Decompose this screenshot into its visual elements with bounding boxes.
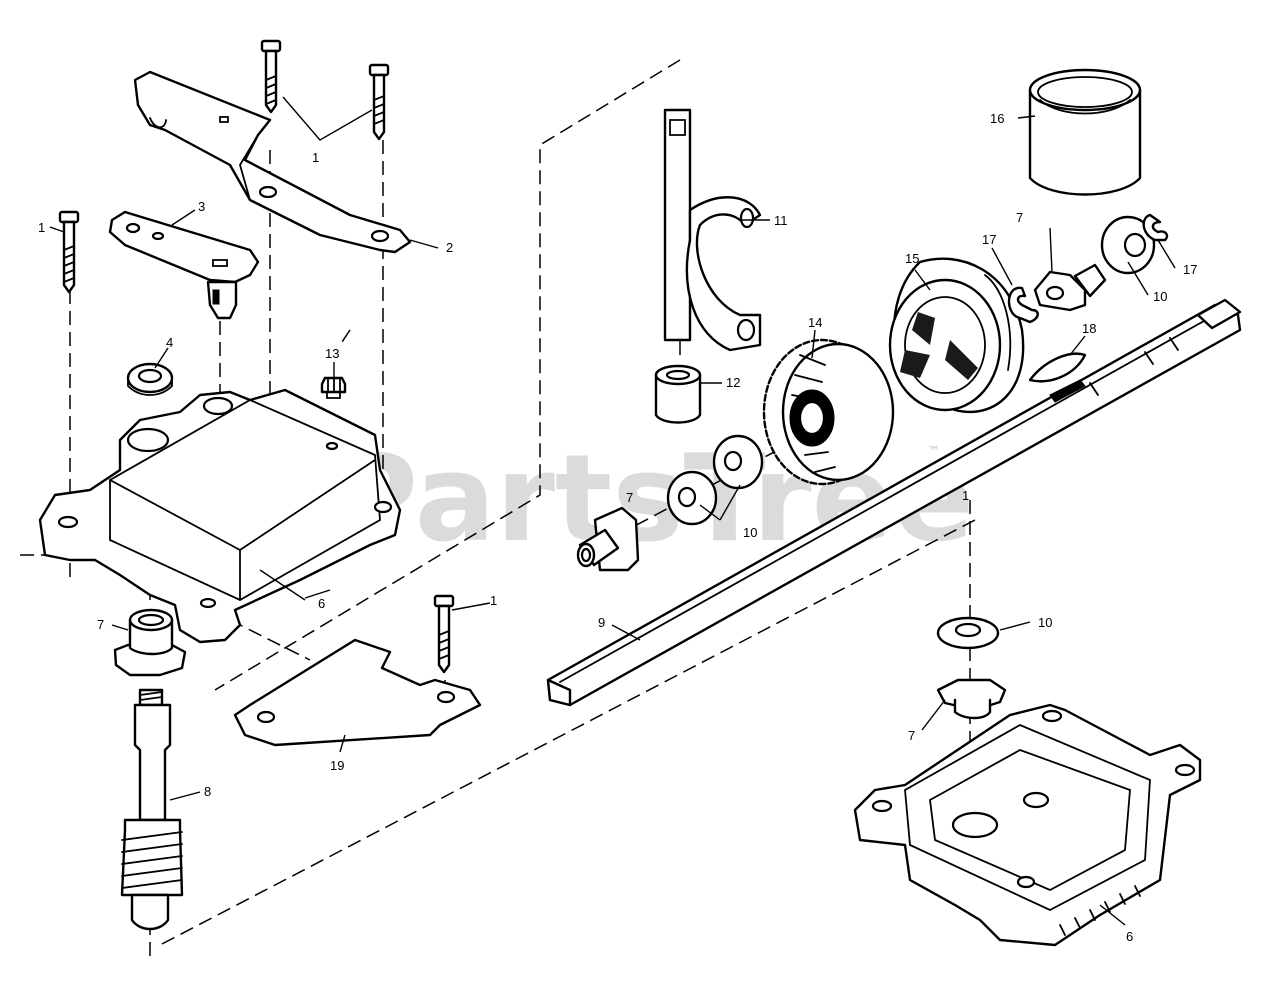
leader-lines — [49, 96, 1176, 926]
callout-12: 12 — [726, 375, 740, 390]
part-1-bolt-lower — [433, 594, 455, 674]
callouts: 1 1 1 1 2 3 4 6 6 7 7 7 7 8 9 10 10 10 1… — [38, 111, 1197, 944]
part-7-bushing-right-top — [1033, 263, 1107, 312]
part-3-lever — [108, 210, 260, 320]
callout-6-lower: 6 — [1126, 929, 1133, 944]
part-14-gear — [762, 338, 895, 486]
callout-10-right-top: 10 — [1153, 289, 1167, 304]
part-7-bushing-left — [113, 608, 187, 677]
part-1-bolt-left — [58, 210, 80, 294]
callout-1-top: 1 — [312, 150, 319, 165]
callout-11: 11 — [774, 213, 788, 228]
part-7-bushing-lower-right — [936, 678, 1007, 720]
callout-7-center: 7 — [626, 490, 633, 505]
part-13-plug — [320, 376, 347, 399]
part-15-clutch-cup — [888, 257, 1025, 414]
callout-3: 3 — [198, 199, 205, 214]
callout-17-right: 17 — [1183, 262, 1197, 277]
callout-14: 14 — [808, 315, 822, 330]
callout-15: 15 — [905, 251, 919, 266]
part-9-axle-shaft — [546, 298, 1242, 707]
part-1-bolt-top-a — [260, 39, 282, 114]
callout-13: 13 — [325, 346, 339, 361]
callout-9: 9 — [598, 615, 605, 630]
callout-7-right-top: 7 — [1016, 210, 1023, 225]
part-10-washers-center — [666, 434, 764, 526]
callout-8: 8 — [204, 784, 211, 799]
callout-19: 19 — [330, 758, 344, 773]
callout-1-lower: 1 — [490, 593, 497, 608]
part-1-bolt-top-b — [368, 63, 390, 141]
callout-10-center: 10 — [743, 525, 757, 540]
part-17-eclip-left — [1007, 286, 1039, 324]
callout-1-right: 1 — [962, 488, 969, 503]
callout-10-lower-right: 10 — [1038, 615, 1052, 630]
part-6-lower-housing — [853, 703, 1202, 947]
callout-18: 18 — [1082, 321, 1096, 336]
callout-4: 4 — [166, 335, 173, 350]
part-2-bracket — [133, 70, 412, 254]
watermark-trademark: ™ — [928, 444, 940, 458]
part-8-worm-shaft — [120, 688, 184, 931]
callout-7-left: 7 — [97, 617, 104, 632]
part-10-washer-right-top — [1100, 215, 1156, 275]
part-18-key — [1028, 352, 1087, 383]
part-11-shift-fork — [663, 108, 762, 352]
callout-1-left: 1 — [38, 220, 45, 235]
part-6-upper-housing — [38, 388, 402, 644]
callout-2: 2 — [446, 240, 453, 255]
part-7-bushing-center — [576, 506, 640, 572]
callout-16: 16 — [990, 111, 1004, 126]
part-19-plate — [233, 638, 482, 747]
part-12-spacer — [654, 364, 702, 424]
part-17-eclip-right — [1142, 213, 1169, 242]
part-10-washer-lower-right — [936, 616, 1000, 650]
callout-7-lower-right: 7 — [908, 728, 915, 743]
part-16-sleeve — [1028, 68, 1142, 196]
callout-17-left: 17 — [982, 232, 996, 247]
callout-6-upper: 6 — [318, 596, 325, 611]
part-4-washer — [126, 362, 174, 396]
